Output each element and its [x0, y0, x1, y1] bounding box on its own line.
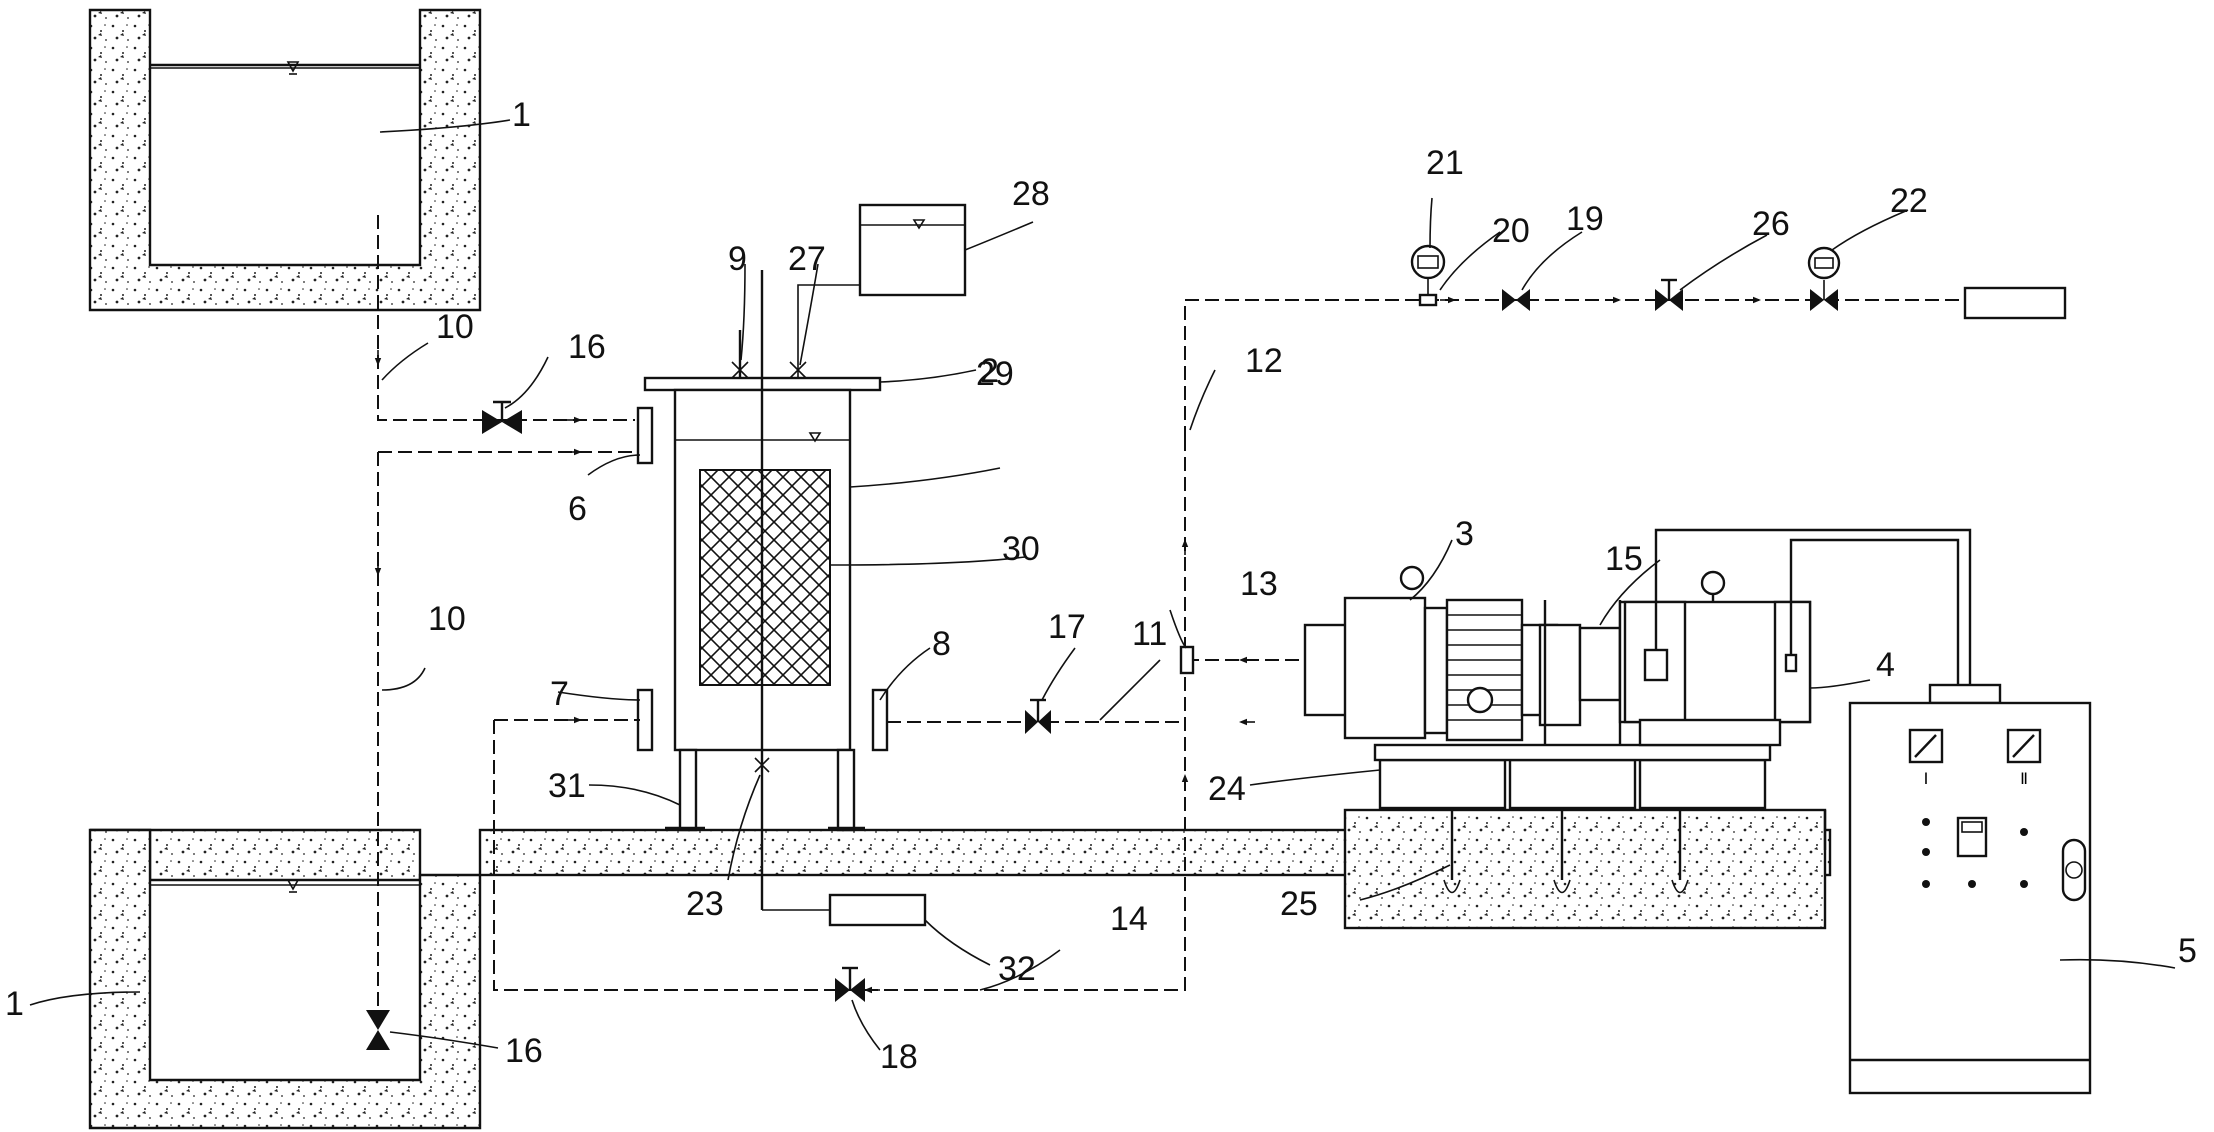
upper-water-tank: [88, 8, 482, 312]
meter-label-1: Ⅰ: [1924, 771, 1929, 788]
valve-16-lower: [366, 1010, 390, 1050]
label-20: 20: [1492, 212, 1530, 250]
valve-16-upper: [482, 400, 522, 434]
label-14: 14: [1110, 900, 1148, 938]
label-4: 4: [1876, 646, 1895, 684]
label-17: 17: [1048, 608, 1086, 646]
control-cabinet: Ⅰ Ⅱ: [1848, 683, 2092, 1095]
callout-labels: 1 1 2 3 4 5 6 7 8 9 10 10 11 12 13 14 15…: [5, 96, 2197, 1076]
label-5: 5: [2178, 932, 2197, 970]
label-22: 22: [1890, 182, 1928, 220]
label-25: 25: [1280, 885, 1318, 923]
label-18: 18: [880, 1038, 918, 1076]
label-1-lower: 1: [5, 985, 24, 1023]
label-31: 31: [548, 767, 586, 805]
sludge-box-32: [762, 893, 927, 927]
label-11: 11: [1132, 615, 1167, 653]
label-9: 9: [728, 240, 747, 278]
label-1-upper: 1: [512, 96, 531, 134]
label-16-upper: 16: [568, 328, 606, 366]
label-13: 13: [1240, 565, 1278, 603]
valve-17: [1025, 698, 1051, 734]
filter-media: [699, 469, 831, 686]
label-28: 28: [1012, 175, 1050, 213]
lower-water-tank: [88, 828, 482, 1130]
discharge-pipe-12: [1184, 244, 2067, 440]
filter-vessel: [636, 270, 889, 910]
label-16-lower: 16: [505, 1032, 543, 1070]
outlet-pipe-11: [493, 440, 1310, 994]
label-6: 6: [568, 490, 587, 528]
sensor-13: [1179, 645, 1195, 675]
valve-18: [835, 966, 865, 1002]
label-15: 15: [1605, 540, 1643, 578]
label-8: 8: [932, 625, 951, 663]
label-27: 27: [788, 240, 826, 278]
label-29: 29: [976, 355, 1014, 393]
leader-lines: [29, 119, 2176, 1051]
label-26: 26: [1752, 205, 1790, 243]
label-21: 21: [1426, 144, 1464, 182]
label-2: 2: [980, 352, 999, 390]
pump-motor-assembly: [1303, 528, 1972, 894]
label-24: 24: [1208, 770, 1246, 808]
label-30: 30: [1002, 530, 1040, 568]
ground-slab: [478, 808, 1832, 930]
label-12: 12: [1245, 342, 1283, 380]
label-19: 19: [1566, 200, 1604, 238]
label-3: 3: [1455, 515, 1474, 553]
inlet-pipe-10: [374, 215, 635, 1010]
label-32: 32: [998, 950, 1036, 988]
pump-stages: [1445, 598, 1524, 742]
label-10-lower: 10: [428, 600, 466, 638]
meter-label-2: Ⅱ: [2020, 771, 2028, 788]
label-10-upper: 10: [436, 308, 474, 346]
label-7: 7: [550, 675, 569, 713]
label-23: 23: [686, 885, 724, 923]
dosing-tank-28: [858, 203, 967, 297]
